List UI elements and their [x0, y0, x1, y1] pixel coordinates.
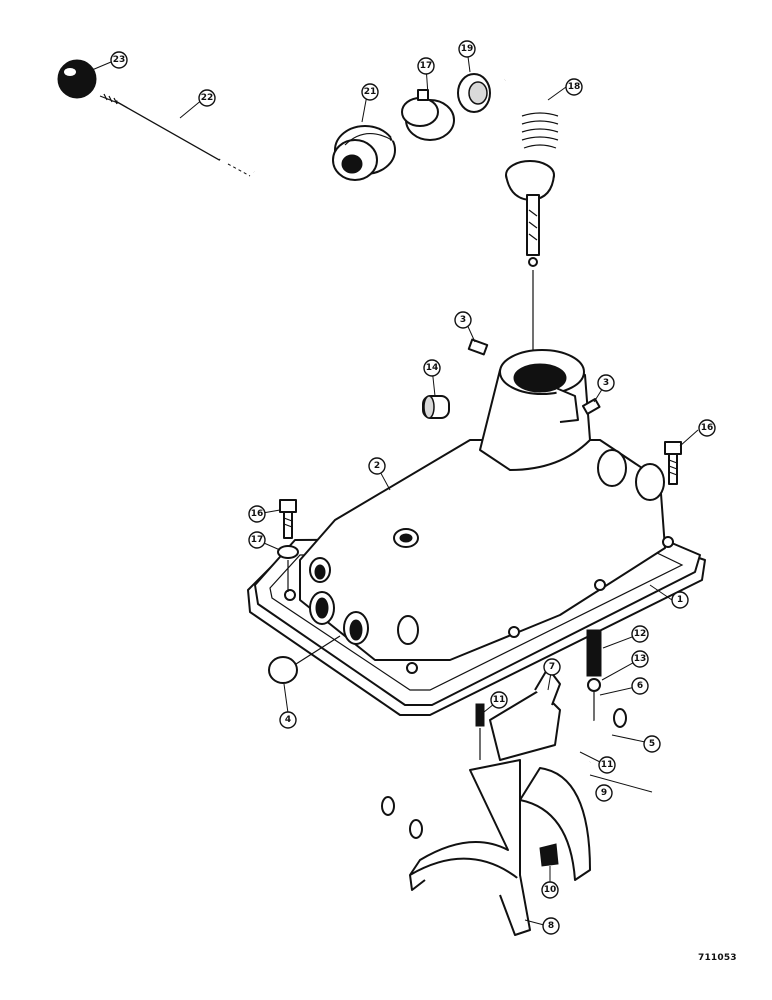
svg-text:12: 12	[634, 629, 647, 639]
shift-knob	[57, 59, 97, 99]
svg-text:14: 14	[426, 363, 439, 373]
svg-text:8: 8	[548, 921, 554, 931]
shift-lever-assembly	[57, 59, 559, 380]
callout-17: 17	[248, 531, 266, 549]
svg-text:9: 9	[601, 788, 607, 798]
svg-text:4: 4	[285, 715, 291, 725]
rail-bores	[309, 557, 419, 645]
svg-text:17: 17	[420, 61, 433, 71]
callout-19: 18	[565, 78, 583, 96]
shift-rails-forks	[381, 629, 627, 936]
expansion-plug-4	[268, 656, 298, 684]
callout-5: 5	[643, 735, 661, 753]
svg-text:10: 10	[544, 885, 557, 895]
svg-text:13: 13	[634, 654, 647, 664]
callout-13: 13	[631, 650, 649, 668]
svg-text:11: 11	[493, 695, 506, 705]
svg-text:6: 6	[637, 681, 643, 691]
svg-text:23: 23	[113, 55, 126, 65]
bolt-16-left	[279, 499, 297, 539]
shift-fork-upper	[519, 767, 591, 881]
roll-pin	[475, 703, 485, 727]
svg-text:16: 16	[701, 423, 714, 433]
svg-text:1: 1	[677, 595, 683, 605]
callout-10: 10	[541, 881, 559, 899]
svg-text:17: 17	[251, 535, 264, 545]
svg-text:19: 19	[461, 44, 474, 54]
callout-16-right: 16	[698, 419, 716, 437]
shift-cover-housing	[247, 349, 706, 716]
callout-22: 22	[198, 89, 216, 107]
callout-20: 19	[458, 40, 476, 58]
callout-14: 14	[423, 359, 441, 377]
lock-washer-17	[277, 545, 299, 559]
svg-text:5: 5	[649, 739, 655, 749]
callout-12: 12	[631, 625, 649, 643]
pivot-cap	[332, 125, 396, 181]
callout-3-left: 3	[454, 311, 472, 329]
svg-text:18: 18	[568, 82, 581, 92]
callout-11-left: 11	[490, 691, 508, 709]
detent-ball	[587, 678, 601, 692]
callout-18: 17	[417, 57, 435, 75]
figure-code: 711053	[698, 953, 737, 963]
split-collar	[401, 89, 455, 141]
callout-4: 4	[279, 711, 297, 729]
callout-2: 2	[368, 457, 386, 475]
svg-text:22: 22	[201, 93, 214, 103]
callout-16-left: 16	[248, 505, 266, 523]
plug-14	[422, 395, 450, 419]
svg-text:3: 3	[603, 378, 609, 388]
callout-9: 9	[595, 784, 613, 802]
svg-text:2: 2	[374, 461, 380, 471]
svg-text:11: 11	[601, 760, 614, 770]
set-screw-3-left	[467, 338, 489, 356]
fork-insert	[539, 843, 559, 867]
svg-text:21: 21	[364, 87, 377, 97]
shift-fork-lower	[409, 759, 521, 881]
callout-3-right: 3	[597, 374, 615, 392]
lever-ball-socket	[505, 160, 555, 267]
callout-1: 1	[671, 591, 689, 609]
callout-21: 21	[361, 83, 379, 101]
detent-spring	[586, 629, 602, 677]
bolt-16-right	[664, 441, 682, 485]
retainer-ring	[457, 73, 491, 113]
shift-lug	[489, 689, 561, 761]
lever-rod	[99, 93, 353, 203]
callout-7: 7	[543, 658, 561, 676]
set-screw-3-right	[581, 398, 601, 415]
callout-11-right: 11	[598, 756, 616, 774]
svg-text:16: 16	[251, 509, 264, 519]
callout-6: 6	[631, 677, 649, 695]
callout-8: 8	[542, 917, 560, 935]
callout-23: 23	[110, 51, 128, 69]
svg-text:7: 7	[549, 662, 555, 672]
lever-spring	[521, 112, 559, 149]
svg-text:3: 3	[460, 315, 466, 325]
